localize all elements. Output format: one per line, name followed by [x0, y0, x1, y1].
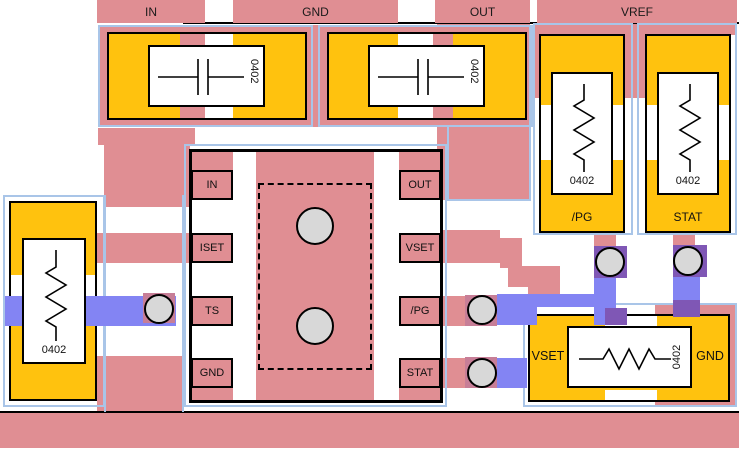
ic-thermal-pad-outline — [258, 183, 372, 370]
cap-in-size-label: 0402 — [248, 59, 260, 84]
trace-pg-stub — [443, 296, 467, 326]
resistor-symbol — [44, 250, 68, 341]
resistor-symbol — [678, 84, 702, 172]
trace-stat-stub — [443, 358, 467, 388]
via — [467, 358, 497, 388]
ic-pin-stat: STAT — [399, 358, 441, 388]
capacitor-symbol — [378, 59, 464, 95]
via — [144, 294, 174, 324]
capacitor-symbol — [158, 59, 244, 95]
cap-in-body: 0402 — [148, 45, 265, 107]
resistor-symbol — [572, 84, 596, 172]
ic-pin-out: OUT — [399, 170, 441, 200]
res-stat-net-label: STAT — [673, 210, 703, 224]
copper-pour-bottom-band — [0, 413, 739, 448]
trace-gnd-left — [97, 356, 183, 412]
courtyard-res-pg — [533, 23, 633, 235]
pour-outline — [182, 195, 184, 412]
res-vset-pad-right-label: GND — [696, 349, 724, 363]
res-iset-size-label: 0402 — [41, 344, 67, 356]
cap-gnd-size-label: 0402 — [468, 59, 480, 84]
res-vset-body: 0402 — [567, 326, 692, 388]
rail-in: IN — [97, 0, 205, 23]
pour-outline — [529, 25, 531, 200]
copper-pour — [625, 23, 645, 98]
copper-pour — [104, 143, 190, 207]
copper-pour — [98, 128, 195, 145]
res-stat-body: 0402 — [657, 72, 719, 195]
res-pg-body: 0402 — [551, 72, 613, 195]
courtyard-res-vset — [523, 303, 737, 407]
pour-outline — [447, 199, 531, 201]
trace-overlap — [673, 300, 700, 317]
courtyard-cap-gnd — [318, 25, 533, 127]
res-stat-size-label: 0402 — [675, 175, 701, 187]
via — [673, 246, 703, 276]
thermal-via — [296, 307, 334, 345]
ic-pin-pg: /PG — [399, 296, 441, 326]
rail-out: OUT — [435, 0, 530, 23]
thermal-via — [296, 207, 334, 245]
via — [467, 295, 497, 325]
ic-pin-vset: VSET — [399, 233, 441, 263]
board-edge-top — [183, 22, 739, 24]
copper-pour — [533, 23, 543, 98]
res-iset-body: 0402 — [22, 238, 86, 364]
via — [595, 247, 625, 277]
courtyard-cap-in — [98, 25, 313, 127]
res-pg-size-label: 0402 — [569, 175, 595, 187]
ic-outline — [189, 149, 443, 403]
rail-gnd: GND — [233, 0, 398, 23]
courtyard-res-stat — [637, 23, 737, 235]
ic-pin-in: IN — [191, 170, 233, 200]
trace-iset — [97, 233, 190, 263]
trace-vset — [508, 266, 560, 287]
trace-overlap — [605, 308, 627, 325]
trace-stat-bottom-layer — [497, 358, 527, 388]
trace-vset — [443, 230, 500, 263]
res-vset-gap — [605, 390, 657, 400]
res-vset-size-label: 0402 — [671, 344, 684, 370]
res-vset-gap — [605, 316, 657, 326]
trace-pg-bottom-layer — [537, 294, 597, 307]
trace-vset — [500, 238, 522, 268]
pour-outline — [447, 127, 449, 200]
cap-gnd-body: 0402 — [368, 45, 485, 107]
board-edge-bottom — [0, 411, 739, 413]
resistor-symbol — [579, 347, 671, 371]
ic-pin-gnd: GND — [191, 358, 233, 388]
courtyard-ic — [184, 144, 447, 407]
rail-vref: VREF — [537, 0, 737, 23]
res-pg-net-label: /PG — [571, 210, 593, 224]
thermal-pad-pour — [256, 151, 374, 401]
trace-pg-bottom-layer — [497, 294, 537, 325]
trace-stub — [594, 233, 616, 249]
res-vset-pad-left-label: VSET — [531, 349, 565, 363]
trace-stat-vertical — [673, 277, 700, 303]
ic-pin-ts: TS — [191, 296, 233, 326]
ic-pin-iset: ISET — [191, 233, 233, 263]
